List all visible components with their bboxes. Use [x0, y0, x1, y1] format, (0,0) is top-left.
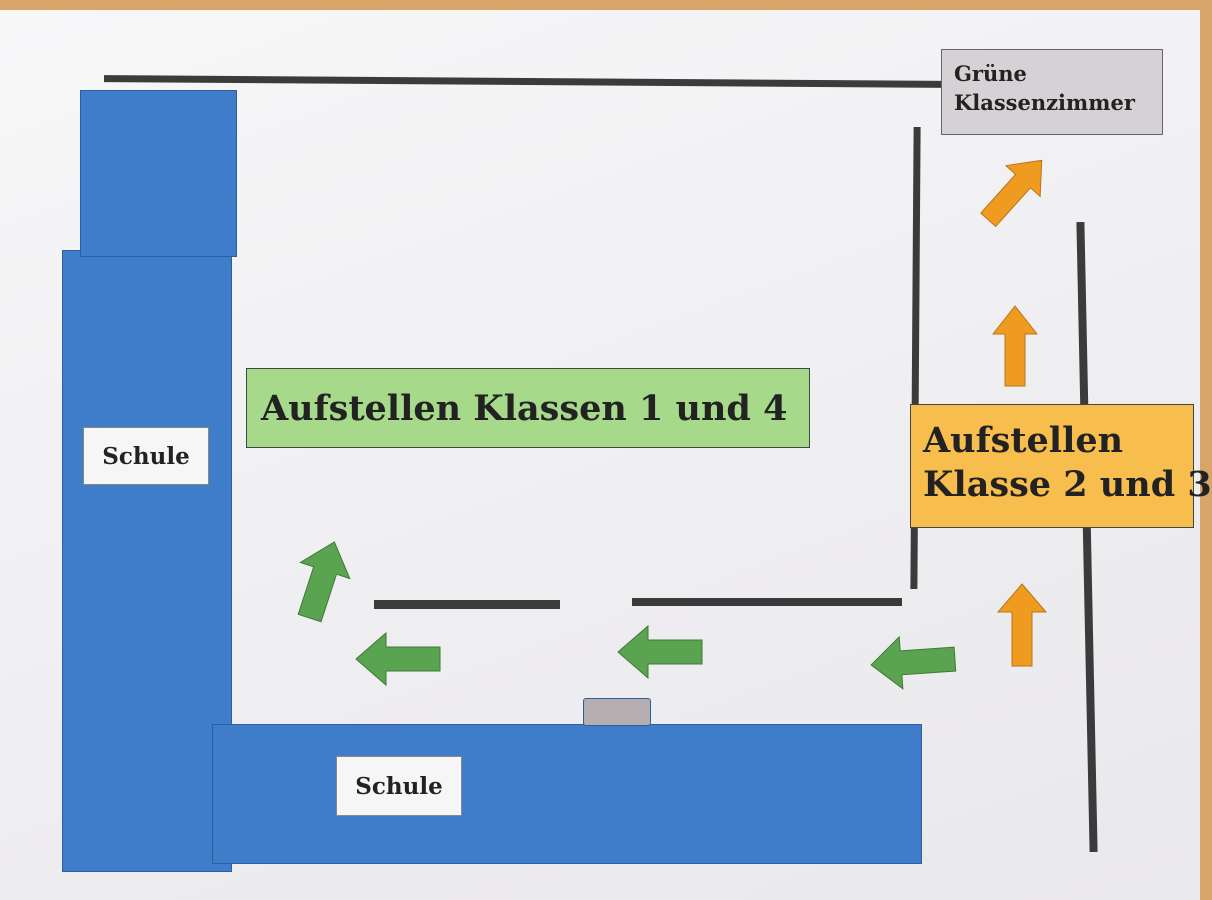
- assembly-zone-classes-2-3: Aufstellen Klasse 2 und 3: [910, 404, 1212, 528]
- orange-arrow-up-1-icon: [991, 305, 1039, 387]
- assembly-orange-line1: Aufstellen: [923, 420, 1124, 461]
- green-arrow-left-1-icon: [355, 631, 441, 687]
- school-building-bottom: [212, 724, 922, 864]
- wall-middle-right: [632, 598, 902, 606]
- school-building-left-top: [80, 90, 237, 257]
- wall-middle-left: [374, 600, 560, 609]
- green-arrow-left-3-icon: [870, 635, 957, 690]
- assembly-zone-classes-1-4: Aufstellen Klassen 1 und 4: [246, 368, 810, 448]
- green-rooms-line2: Klassenzimmer: [954, 90, 1135, 116]
- school-label-left: Schule: [83, 427, 209, 485]
- entrance-bench: [583, 698, 651, 726]
- assembly-orange-line2: Klasse 2 und 3: [923, 464, 1212, 506]
- green-classrooms-sign: Grüne Klassenzimmer: [941, 49, 1163, 135]
- orange-arrow-up-right-icon: [980, 159, 1043, 228]
- green-rooms-line1: Grüne: [954, 61, 1027, 86]
- school-label-bottom: Schule: [336, 756, 462, 816]
- green-arrow-left-2-icon: [617, 624, 703, 680]
- orange-arrow-up-2-icon: [996, 583, 1048, 667]
- school-building-left: [62, 250, 232, 872]
- green-arrow-up-right-icon: [297, 541, 351, 623]
